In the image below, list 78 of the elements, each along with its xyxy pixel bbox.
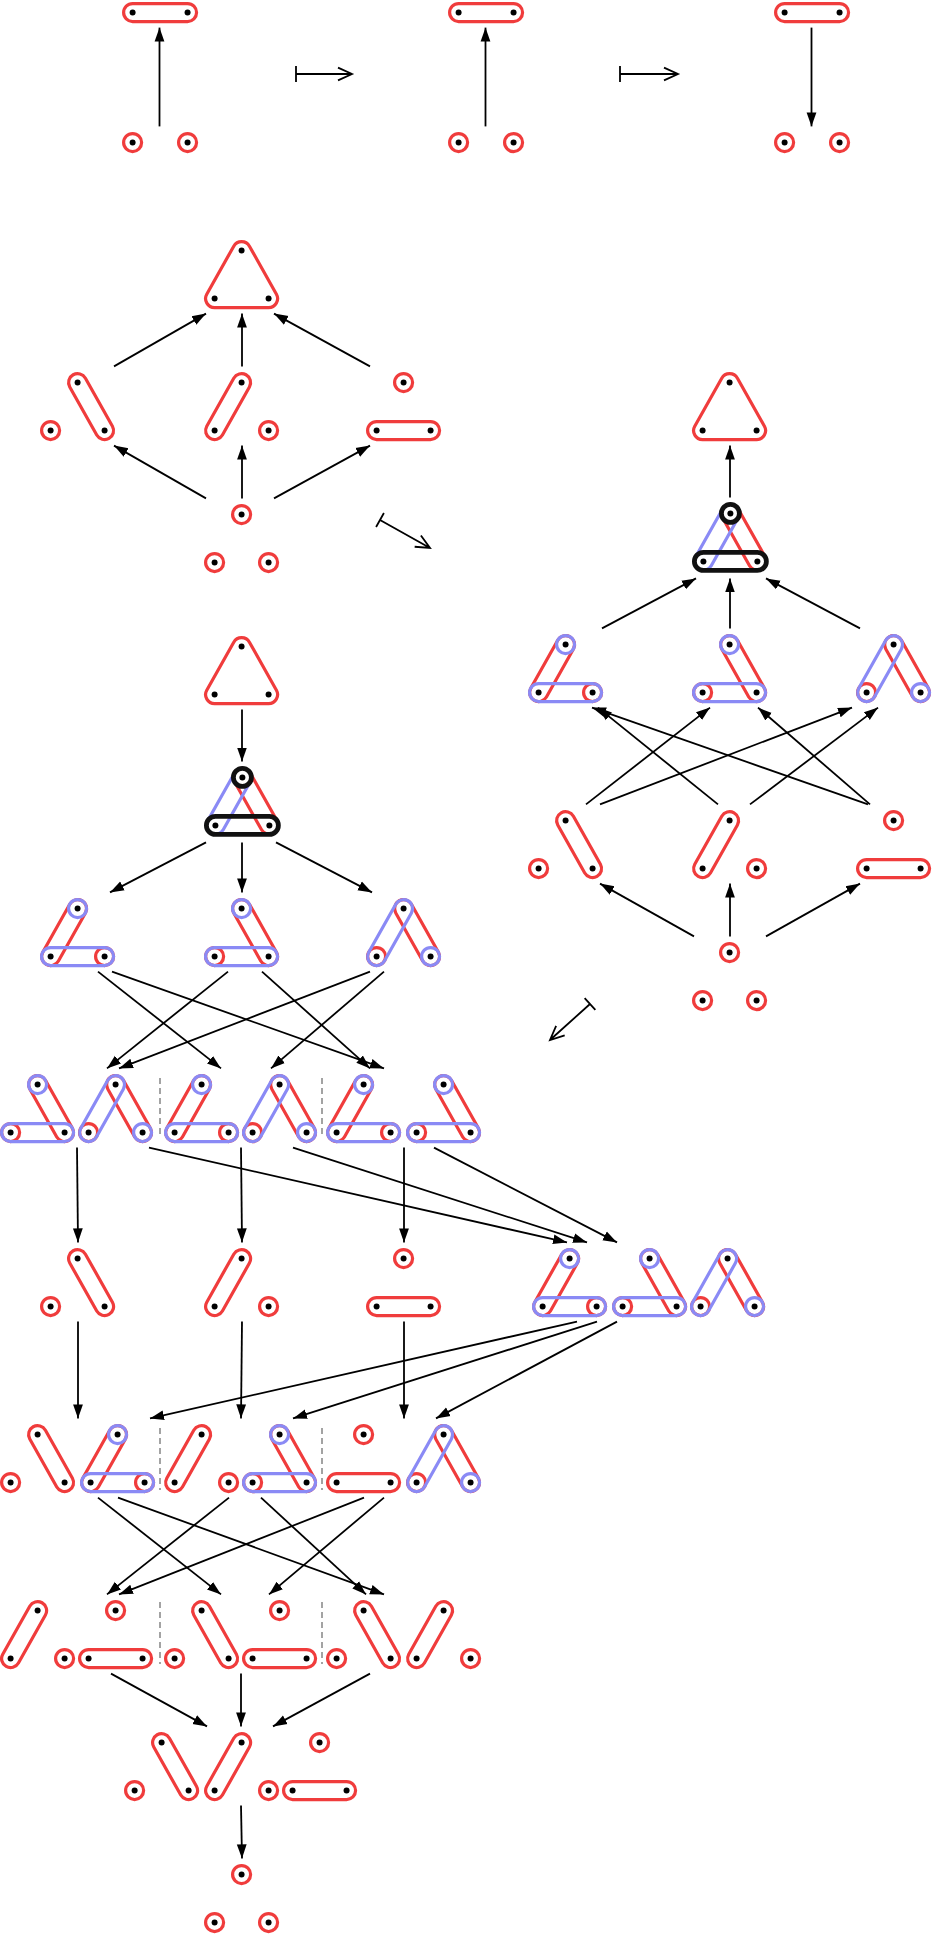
- two-color-hypergraph-drawing: [204, 897, 280, 967]
- arrow: [236, 1672, 246, 1728]
- arrow: [154, 26, 165, 128]
- arrow: [148, 1146, 568, 1245]
- arrow: [237, 708, 247, 763]
- vertex-pair-drawing: [447, 131, 524, 153]
- hypergraph-triple-drawing: [532, 1247, 766, 1317]
- vertex-and-edge-drawing: [40, 371, 116, 441]
- joined-vertex-pair-drawing: [447, 1, 524, 23]
- vertex-and-edge-drawing: [692, 809, 768, 879]
- rounded-triangle-drawing: [692, 371, 768, 441]
- arrow: [236, 1804, 247, 1860]
- arrow: [236, 1146, 247, 1244]
- arrow: [261, 970, 371, 1070]
- arrow: [292, 1320, 598, 1420]
- arrow: [292, 1146, 588, 1244]
- vertex-pair-drawing: [121, 131, 198, 153]
- vertex-and-edge-drawing: [856, 809, 932, 879]
- hypergraph-pair-drawing: [326, 1599, 482, 1669]
- two-color-hypergraph-drawing: [856, 633, 932, 703]
- arrow: [268, 1496, 385, 1596]
- hypergraph-pair-drawing: [0, 1423, 156, 1493]
- two-color-hypergraph-drawing: [692, 633, 768, 703]
- arrow: [765, 577, 861, 630]
- arrow: [273, 312, 371, 368]
- arrow: [433, 1146, 618, 1244]
- two-color-hypergraph-drawing: [528, 633, 604, 703]
- arrow: [113, 444, 207, 500]
- vertex-and-edge-drawing: [366, 371, 442, 441]
- three-vertices-drawing: [692, 941, 768, 1011]
- arrow: [480, 26, 491, 128]
- vertex-and-edge-drawing: [204, 1247, 280, 1317]
- overlaid-triangle-drawing: [691, 502, 769, 574]
- arrow: [725, 444, 735, 499]
- arrow: [272, 1672, 371, 1728]
- arrow: [599, 882, 695, 938]
- two-color-hypergraph-drawing: [366, 897, 442, 967]
- arrow: [72, 1146, 83, 1244]
- rounded-triangle-drawing: [204, 635, 280, 705]
- arrow: [601, 577, 697, 630]
- three-vertices-drawing: [204, 1863, 280, 1933]
- arrow: [270, 970, 385, 1070]
- arrow: [806, 26, 817, 128]
- hypergraph-pair-drawing: [0, 1073, 154, 1143]
- hypergraph-pair-drawing: [164, 1423, 318, 1493]
- vertex-pair-drawing: [773, 131, 850, 153]
- hypergraph-pair-drawing: [326, 1423, 482, 1493]
- arrow: [399, 1320, 409, 1420]
- arrow: [435, 1320, 618, 1420]
- arrow: [275, 841, 373, 894]
- arrow: [237, 312, 247, 368]
- hypergraph-triple-drawing: [124, 1731, 358, 1801]
- arrow: [109, 841, 207, 894]
- arrow: [399, 1146, 409, 1244]
- arrow: [273, 444, 371, 500]
- joined-vertex-pair-drawing: [773, 1, 850, 23]
- arrow: [765, 882, 861, 938]
- arrow: [237, 444, 247, 500]
- two-color-hypergraph-drawing: [40, 897, 116, 967]
- arrow: [110, 1672, 208, 1728]
- arrow: [237, 841, 247, 894]
- rounded-triangle-drawing: [204, 239, 280, 309]
- arrow: [725, 882, 735, 938]
- joined-vertex-pair-drawing: [121, 1, 198, 23]
- arrow: [260, 1496, 367, 1596]
- vertex-and-edge-drawing: [204, 371, 280, 441]
- hypergraph-pair-drawing: [326, 1073, 482, 1143]
- hypergraph-pair-drawing: [0, 1599, 154, 1669]
- overlaid-triangle-drawing: [203, 766, 281, 838]
- vertex-and-edge-drawing: [528, 809, 604, 879]
- arrow: [113, 312, 207, 368]
- vertex-and-edge-drawing: [366, 1247, 442, 1317]
- hypergraph-pair-drawing: [164, 1599, 318, 1669]
- three-vertices-drawing: [204, 503, 280, 573]
- vertex-and-edge-drawing: [40, 1247, 116, 1317]
- arrow: [725, 577, 735, 630]
- arrow: [149, 1320, 578, 1421]
- hypergraph-pair-drawing: [164, 1073, 318, 1143]
